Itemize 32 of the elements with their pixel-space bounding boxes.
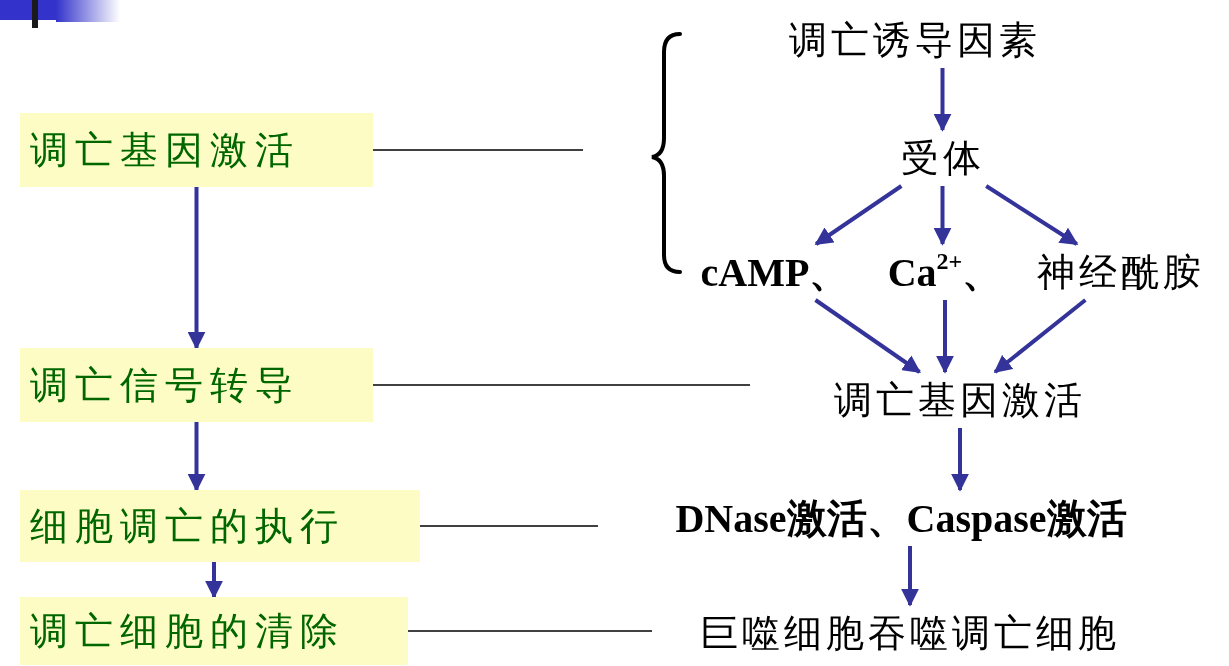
connector-line [407,630,653,632]
step-label: 调亡基因激活 [834,376,1086,424]
arrow [933,186,952,246]
step-label: 调亡诱导因素 [789,16,1041,64]
step-label: 神经酰胺 [1036,248,1205,296]
connector-line [419,525,599,527]
stage-label: 调亡基因激活 [30,126,300,174]
step-label: Ca$^{2+}$、 [887,246,1003,297]
step-label: 受体 [900,134,985,182]
arrow [901,546,919,607]
stage-label: 细胞调亡的执行 [30,502,345,550]
arrow [814,298,921,374]
stage-label: 调亡信号转导 [30,361,300,409]
stage-label: 调亡细胞的清除 [30,607,345,655]
arrow [187,422,206,492]
connector-line [372,149,584,151]
stage-box [20,597,408,665]
stage-box [20,348,373,422]
arrow [936,300,954,374]
arrow [985,184,1079,246]
arrow [951,428,969,492]
step-label: DNase激活、Caspase激活 [675,494,1127,543]
arrow [814,184,903,246]
connector-line [372,384,751,386]
step-label: cAMP、 [700,248,850,297]
step-label: 巨噬细胞吞噬调亡细胞 [700,609,1120,657]
arrow [205,562,223,599]
arrow [993,298,1087,374]
arrow [187,187,206,350]
stage-box [20,113,373,187]
arrow [933,68,952,132]
stage-box [20,490,420,562]
